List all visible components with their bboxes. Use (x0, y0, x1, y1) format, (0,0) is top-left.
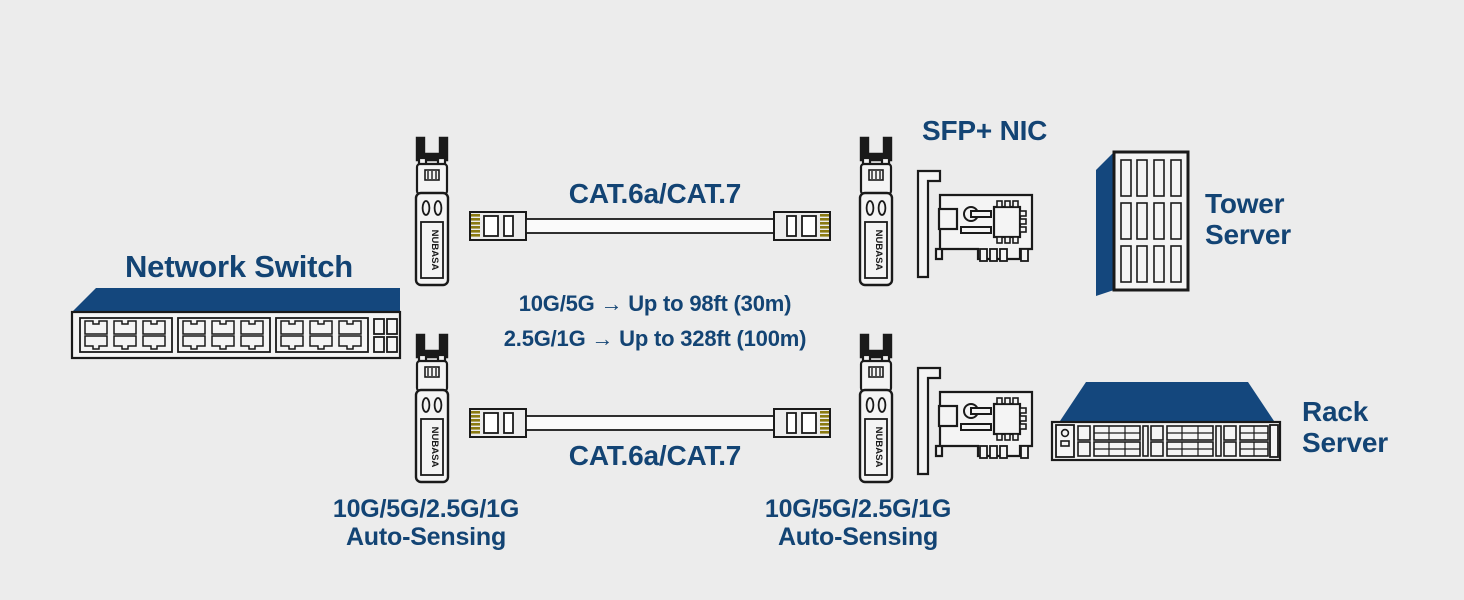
nic-card-top (914, 165, 1036, 293)
sfp-module-switch-bottom: NUBASA (406, 333, 458, 485)
pcie-edge-connector (979, 445, 1029, 459)
sfp-brand-text: NUBASA (873, 427, 884, 468)
rack-server-label: Rack Server (1302, 396, 1388, 459)
switch-port-group (275, 317, 369, 353)
sfp-brand-text: NUBASA (873, 230, 884, 271)
sfp-module-switch-top: NUBASA (406, 136, 458, 288)
rj45-connector-right (773, 211, 831, 241)
distance-spec-line-1: 10G/5G → Up to 98ft (30m) (518, 291, 792, 316)
tower-vent-grid (1120, 159, 1182, 283)
ethernet-cable-bottom (466, 403, 834, 445)
auto-sensing-label-right: 10G/5G/2.5G/1G Auto-Sensing (764, 495, 952, 551)
auto-sensing-label-left: 10G/5G/2.5G/1G Auto-Sensing (332, 495, 520, 551)
tower-server-device (1092, 144, 1200, 302)
switch-port-group (79, 317, 173, 353)
ethernet-cable-top (466, 206, 834, 248)
rack-top-panel (1058, 382, 1276, 424)
sfp-module-nic-top: NUBASA (850, 136, 902, 288)
rj45-connector-left (469, 211, 527, 241)
cable-top-label: CAT.6a/CAT.7 (568, 178, 742, 209)
tower-side-panel (1096, 152, 1114, 296)
switch-port-group (177, 317, 271, 353)
switch-uplink-ports (373, 318, 398, 353)
sfp-brand-text: NUBASA (429, 230, 440, 271)
distance-spec-line-2: 2.5G/1G → Up to 328ft (100m) (503, 326, 807, 351)
rack-server-device (1050, 378, 1282, 462)
pcie-edge-connector (979, 248, 1029, 262)
tower-server-label: Tower Server (1205, 188, 1291, 251)
sfp-nic-label: SFP+ NIC (922, 115, 1048, 146)
sfp-brand-text: NUBASA (429, 427, 440, 468)
sfp-module-nic-bottom: NUBASA (850, 333, 902, 485)
rj45-connector-left (469, 408, 527, 438)
switch-top-panel (72, 288, 400, 312)
nic-card-bottom (914, 362, 1036, 490)
network-switch-device (60, 285, 410, 375)
rj45-connector-right (773, 408, 831, 438)
network-switch-label: Network Switch (124, 249, 354, 284)
cable-bottom-label: CAT.6a/CAT.7 (568, 440, 742, 471)
